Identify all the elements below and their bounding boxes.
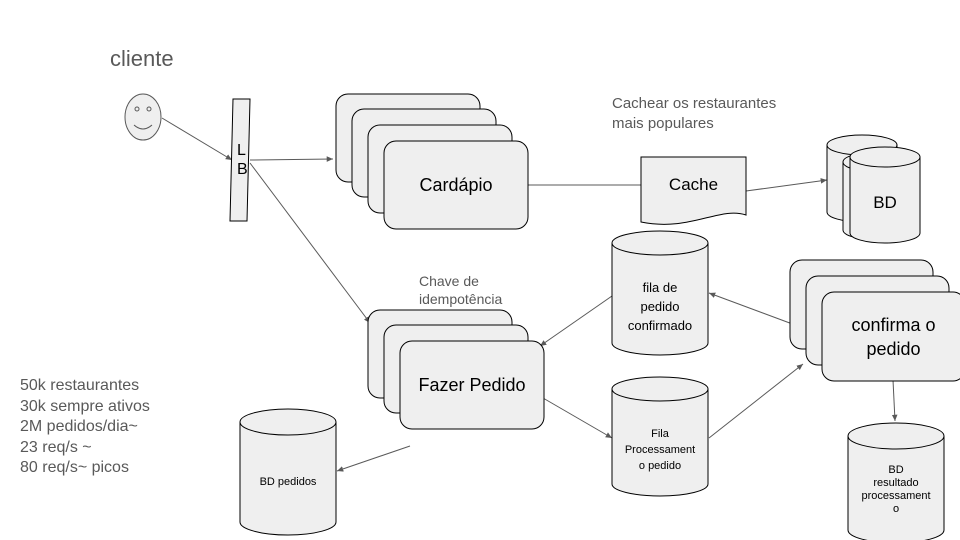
arrow-cache-to-bd	[745, 178, 828, 192]
bd-pedidos-label: BD pedidos	[259, 476, 317, 488]
bd-pedidos-database	[239, 408, 337, 536]
arrow-fila-processamento-to-confirma	[708, 363, 804, 439]
bd-database-stack	[826, 134, 921, 244]
arrow-fazer-pedido-to-fila-processamento	[542, 397, 613, 439]
fila-processamento-queue	[611, 376, 709, 497]
load-balancer-shape	[229, 98, 251, 222]
confirma-pedido-label: confirma o pedido	[851, 314, 936, 359]
bd-resultado-database	[847, 422, 945, 540]
cache-label: Cache	[668, 175, 719, 194]
idempotency-note: Chave de idempotência	[419, 273, 503, 307]
arrow-confirma-to-bd-resultado	[891, 379, 898, 422]
arrow-fazer-pedido-to-bd-pedidos	[336, 445, 411, 472]
client-smiley-icon	[124, 93, 162, 141]
arrow-lb-to-cardapio	[249, 156, 334, 162]
client-label: cliente	[110, 46, 174, 71]
cardapio-service-stack	[335, 93, 529, 230]
fila-confirmado-label: fila de pedido confirmado	[627, 279, 693, 333]
cache-document-shape	[640, 156, 747, 225]
arrow-fila-confirmado-to-fazer-pedido	[539, 295, 613, 347]
cache-note: Cachear os restaurantes mais populares	[612, 95, 777, 132]
arrow-client-to-lb	[161, 117, 233, 161]
fila-processamento-label: Fila Processament o pedido	[624, 428, 696, 472]
confirma-pedido-stack	[789, 259, 960, 382]
fila-confirmado-queue	[611, 230, 709, 356]
fazer-pedido-stack	[367, 309, 545, 430]
arrow-lb-to-fazer-pedido	[249, 162, 371, 324]
fazer-pedido-label: Fazer Pedido	[418, 374, 526, 395]
load-balancer-label: L B	[237, 142, 248, 178]
bd-resultado-label: BD resultado processament o	[861, 464, 931, 515]
stats-note: 50k restaurantes 30k sempre ativos 2M pe…	[20, 377, 150, 476]
bd-label: BD	[873, 193, 897, 212]
cardapio-label: Cardápio	[419, 174, 493, 195]
